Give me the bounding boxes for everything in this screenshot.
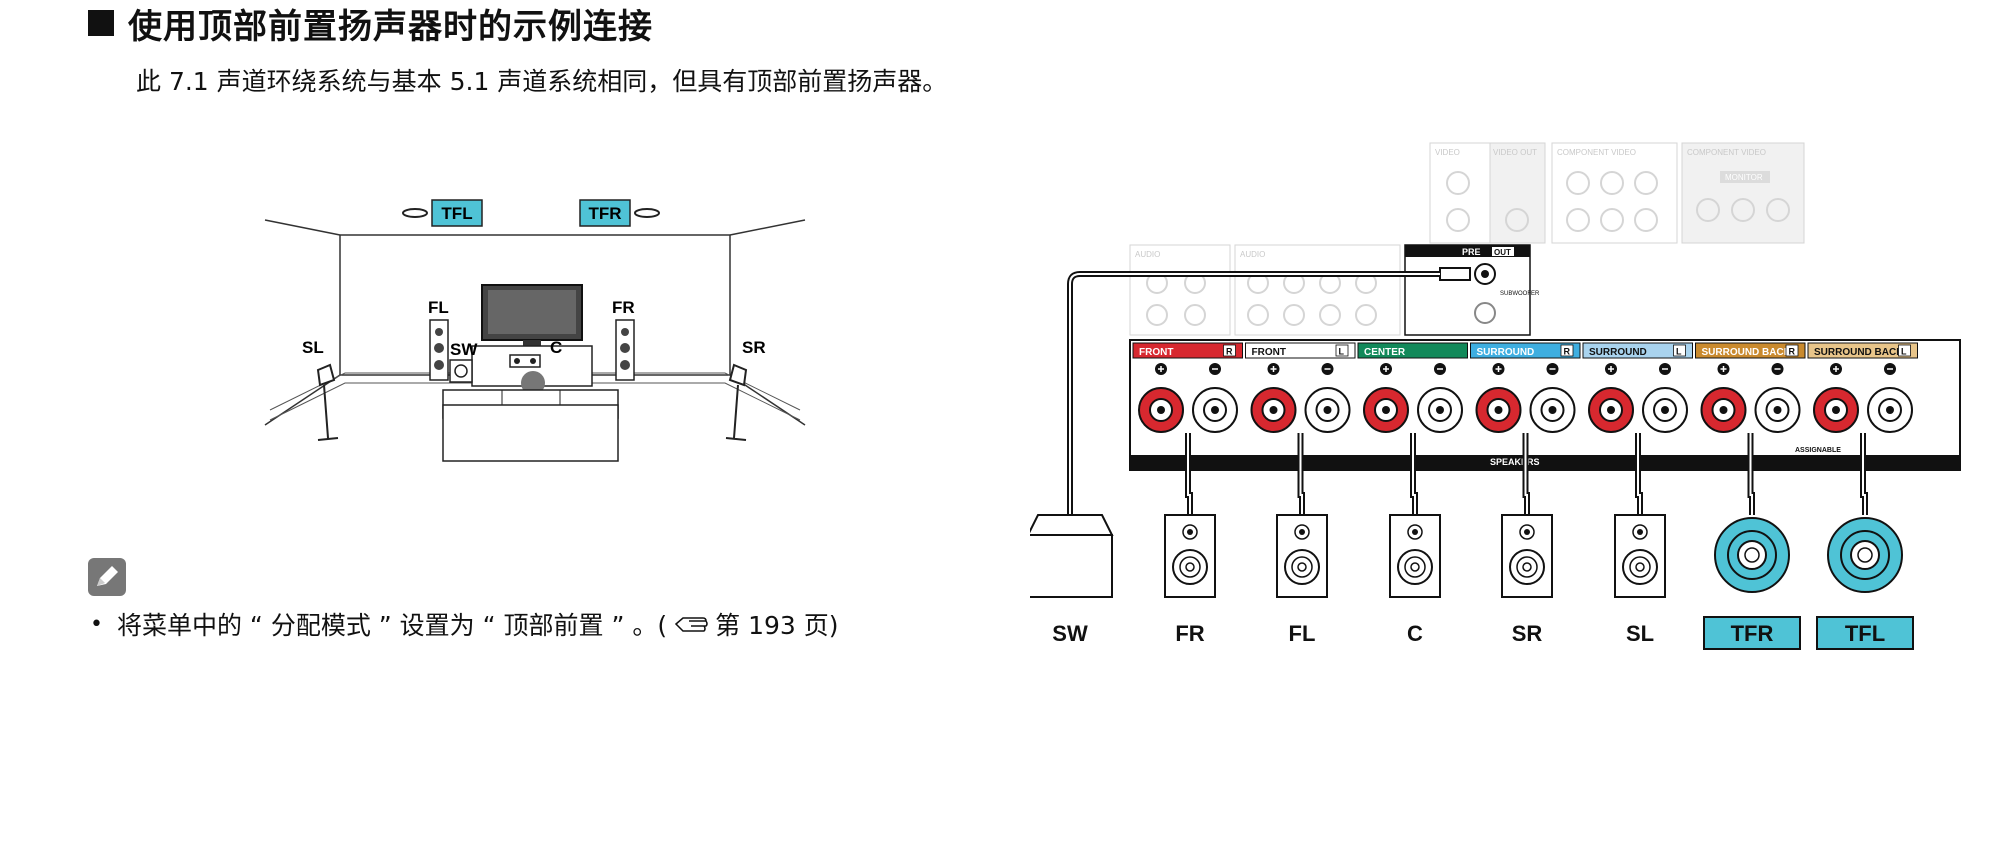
tfr-ceiling-speaker-icon (634, 208, 660, 218)
speaker-label: SW (1052, 621, 1088, 646)
svg-text:MONITOR: MONITOR (1725, 173, 1763, 182)
svg-text:VIDEO: VIDEO (1435, 148, 1460, 157)
svg-text:COMPONENT VIDEO: COMPONENT VIDEO (1687, 148, 1766, 157)
sr-speaker-icon (725, 363, 748, 441)
svg-text:AUDIO: AUDIO (1135, 250, 1160, 259)
channel-badge: R (1789, 347, 1796, 357)
subwoofer-jack-label: SUBWOOFER (1500, 291, 1540, 297)
sr-room-label: SR (742, 338, 766, 357)
c-room-label: C (550, 338, 562, 357)
tfl-ceiling-speaker-icon (402, 208, 428, 218)
channel-label: SURROUND (1589, 347, 1647, 358)
speaker-fl: FL (1276, 514, 1328, 646)
rca-plug-icon (1439, 267, 1471, 281)
note-text-before: 将菜单中的 “ 分配模式 ” 设置为 “ 顶部前置 ” 。( (116, 611, 668, 640)
pre-label: PRE (1462, 247, 1481, 257)
svg-text:COMPONENT VIDEO: COMPONENT VIDEO (1557, 148, 1636, 157)
channel-badge: L (1901, 347, 1907, 357)
speaker-label: SL (1626, 621, 1654, 646)
receiver-connection-diagram: VIDEO VIDEO OUT COMPONENT VIDEO COMPONEN… (1030, 142, 1961, 650)
section-title-text: 使用顶部前置扬声器时的示例连接 (128, 6, 653, 47)
speaker-label: SR (1512, 621, 1543, 646)
square-bullet-icon (88, 10, 114, 36)
terminal-group-3: SURROUND R (1470, 342, 1581, 433)
faded-video-panel: VIDEO VIDEO OUT COMPONENT VIDEO COMPONEN… (1129, 142, 1805, 336)
pencil-note-icon (88, 558, 126, 596)
channel-badge: L (1676, 347, 1682, 357)
sl-speaker-icon (316, 363, 339, 441)
pre-out-panel (1404, 244, 1531, 336)
speaker-label: FR (1175, 621, 1204, 646)
terminal-group-4: SURROUND L (1582, 342, 1693, 433)
note-bullet: • (90, 611, 103, 637)
section-title: 使用顶部前置扬声器时的示例连接 (88, 0, 653, 47)
speakers-label: SPEAKERS (1490, 457, 1540, 467)
channel-badge: L (1339, 347, 1345, 357)
speaker-tfr: TFR (1703, 517, 1801, 650)
speaker-label: TFL (1845, 621, 1885, 646)
sl-room-label: SL (302, 338, 324, 357)
speaker-sw: SW (1030, 514, 1114, 646)
tfl-room-badge (431, 199, 483, 227)
channel-label: SURROUND BACK (1814, 347, 1904, 358)
channel-label: FRONT (1139, 347, 1173, 358)
channel-badge: R (1226, 347, 1233, 357)
channel-badge: R (1564, 347, 1571, 357)
terminal-group-0: FRONT R (1132, 342, 1243, 433)
room-layout-diagram: TFL TFR FL FR SL SR SW C (264, 199, 806, 462)
center-speaker-icon (509, 354, 541, 368)
speaker-label: TFR (1731, 621, 1774, 646)
speaker-tfl: TFL (1816, 517, 1914, 650)
channel-label: FRONT (1252, 347, 1286, 358)
assignable-label: ASSIGNABLE (1795, 447, 1841, 454)
page-reference-hand-icon[interactable] (673, 613, 709, 635)
svg-text:AUDIO: AUDIO (1240, 250, 1265, 259)
tfl-room-label: TFL (441, 204, 472, 223)
speaker-label: FL (1289, 621, 1316, 646)
speaker-sl: SL (1614, 514, 1666, 646)
fl-room-label: FL (428, 298, 449, 317)
speaker-label: C (1407, 621, 1423, 646)
channel-label: CENTER (1364, 347, 1406, 358)
speaker-label-badge (1816, 616, 1914, 650)
out-badge-label: OUT (1494, 248, 1511, 257)
speaker-c: C (1389, 514, 1441, 646)
listener-icon (521, 371, 545, 395)
sw-room-label: SW (450, 340, 478, 359)
fr-room-label: FR (612, 298, 635, 317)
tfr-room-badge (579, 199, 631, 227)
terminal-group-2: CENTER (1357, 342, 1468, 433)
section-description: 此 7.1 声道环绕系统与基本 5.1 声道系统相同，但具有顶部前置扬声器。 (136, 67, 948, 96)
channel-label: SURROUND BACK (1702, 347, 1792, 358)
subwoofer-box-icon (1030, 534, 1113, 598)
note-line: • 将菜单中的 “ 分配模式 ” 设置为 “ 顶部前置 ” 。( 第 193 页… (90, 606, 839, 642)
speaker-label-badge (1703, 616, 1801, 650)
speaker-sr: SR (1501, 514, 1553, 646)
terminal-group-1: FRONT L (1245, 342, 1356, 433)
note-text-after: 第 193 页) (715, 611, 839, 640)
tfr-room-label: TFR (588, 204, 621, 223)
channel-label: SURROUND (1477, 347, 1535, 358)
svg-text:VIDEO OUT: VIDEO OUT (1493, 148, 1537, 157)
speaker-fr: FR (1164, 514, 1216, 646)
